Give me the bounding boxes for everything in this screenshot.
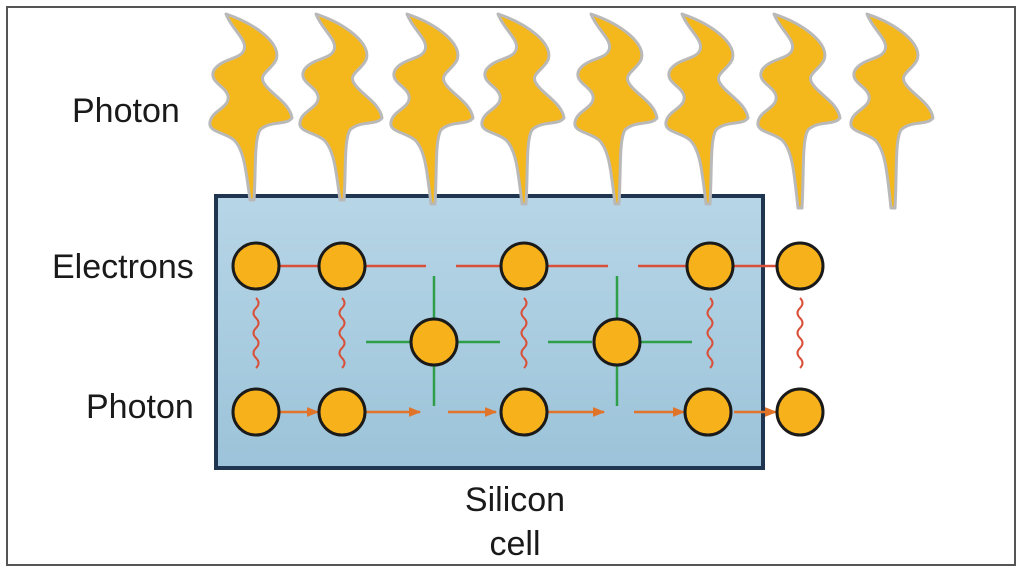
- electron: [409, 317, 459, 367]
- photon-group: [208, 12, 935, 210]
- caption-line-2: cell: [489, 525, 541, 563]
- wave-bond: [252, 297, 260, 369]
- wave-bond: [338, 297, 346, 369]
- electron: [317, 387, 367, 437]
- electron: [685, 241, 735, 291]
- bond-group: [280, 264, 778, 417]
- electron: [231, 241, 281, 291]
- electron: [683, 387, 733, 437]
- electron: [317, 241, 367, 291]
- wave-bond: [796, 297, 804, 369]
- electron: [775, 241, 825, 291]
- photon-label-top: Photon: [72, 92, 180, 130]
- silicon-cell-panel: [214, 194, 765, 470]
- photon-shape: [208, 12, 294, 202]
- photon-shape: [664, 12, 750, 206]
- photon-shape: [389, 12, 475, 206]
- electron: [499, 387, 549, 437]
- wave-bond: [520, 297, 528, 369]
- electron: [775, 387, 825, 437]
- photon-shape: [756, 12, 842, 210]
- photon-shape: [573, 12, 659, 206]
- photon-label-bottom: Photon: [86, 388, 194, 426]
- photon-shape: [849, 12, 935, 210]
- wave-group: [252, 297, 804, 369]
- electron-group: [231, 241, 825, 437]
- electrons-label: Electrons: [52, 248, 194, 286]
- photon-shape: [480, 12, 566, 206]
- caption-line-1: Silicon: [464, 481, 566, 519]
- silicon-cell-caption: Silicon cell: [440, 478, 590, 566]
- photon-shape: [298, 12, 384, 202]
- wave-bond: [706, 297, 714, 369]
- electron: [592, 317, 642, 367]
- electron: [499, 241, 549, 291]
- electron: [231, 387, 281, 437]
